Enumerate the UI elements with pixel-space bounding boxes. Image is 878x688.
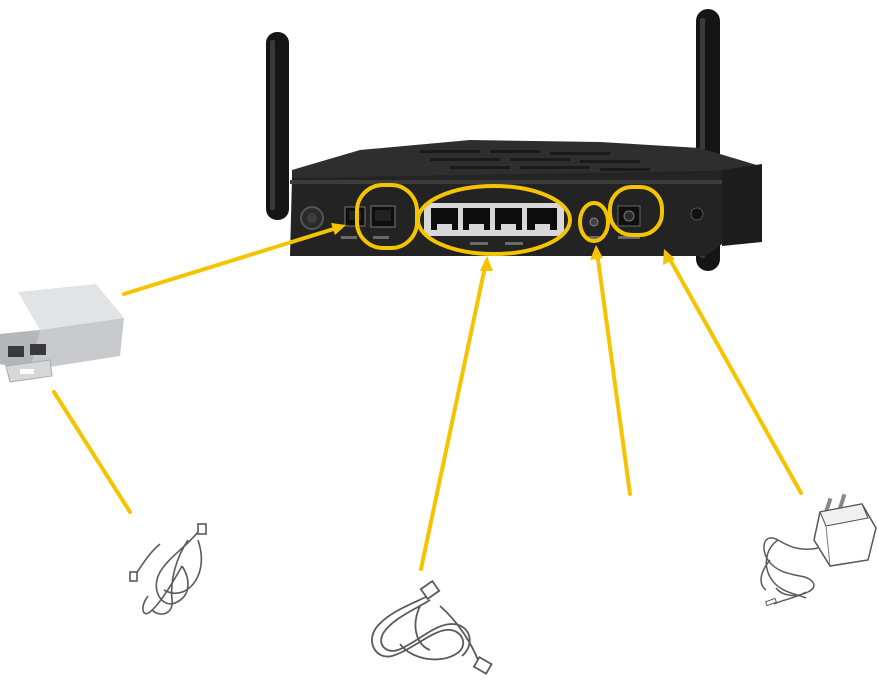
lan-port-4 (527, 208, 557, 230)
lan-port-3 (495, 208, 522, 230)
adapter-to-power-line (668, 256, 801, 493)
callout-lines (54, 227, 801, 569)
lan-port-1 (431, 208, 458, 230)
adsl-port (371, 206, 395, 227)
lan-port-block (424, 203, 564, 236)
router (266, 9, 762, 271)
splitter-to-phone-cable-line (54, 392, 130, 512)
splitter-to-adsl-line (124, 227, 340, 294)
reset-pointer-line (597, 252, 630, 494)
arrowhead-lan (480, 256, 493, 271)
reset-button (590, 218, 598, 226)
power-adapter-icon (761, 494, 876, 606)
power-jack (618, 206, 640, 226)
lan-port-2 (463, 208, 490, 230)
splitter-icon (0, 284, 124, 382)
ethernet-cable-to-lan-line (421, 262, 486, 569)
ethernet-cable-icon (372, 581, 492, 674)
phone-cable-icon (130, 524, 206, 614)
left-antenna (266, 32, 289, 220)
